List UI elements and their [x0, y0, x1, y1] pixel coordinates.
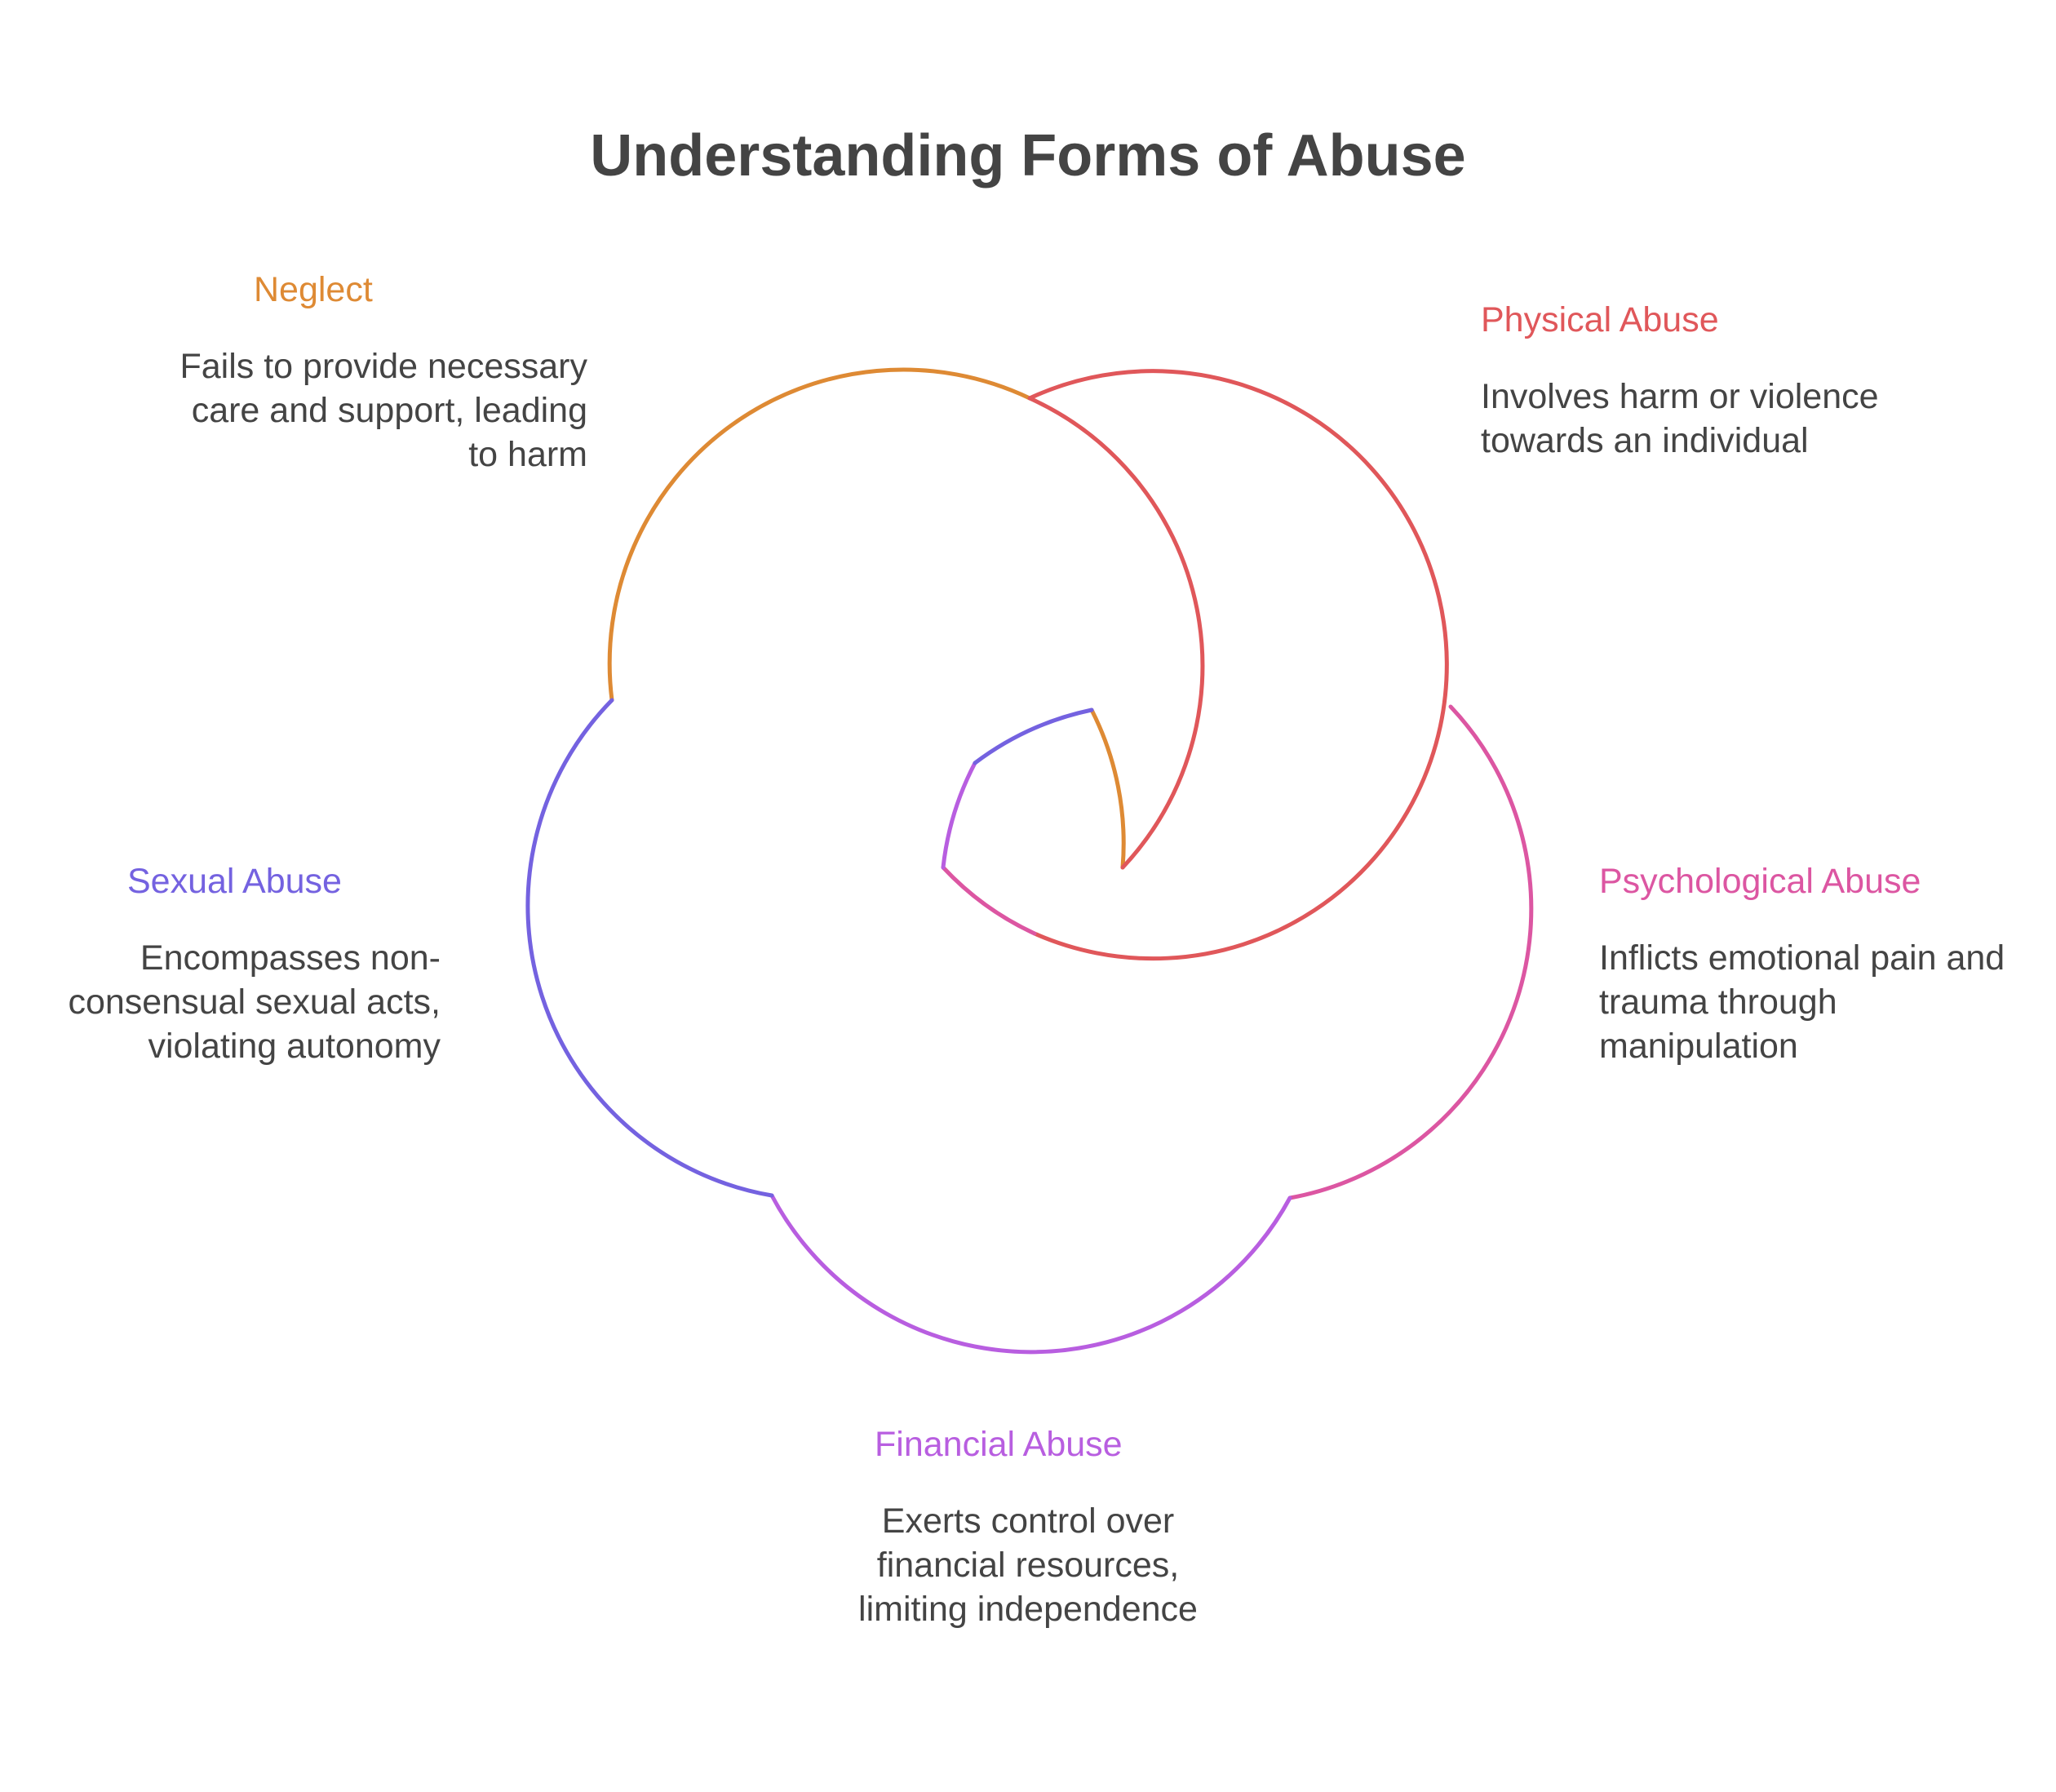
sexual-abuse-label: Sexual Abuse [127, 862, 342, 901]
psychological-abuse-label: Psychological Abuse [1599, 862, 1921, 901]
physical-abuse-label: Physical Abuse [1481, 300, 1719, 339]
psychological-abuse-block: Psychological Abuse Inflicts emotional p… [1599, 861, 2023, 1068]
ring-psychological [941, 704, 1534, 1200]
financial-abuse-label: Financial Abuse [875, 1425, 1123, 1464]
diagram-title: Understanding Forms of Abuse [590, 123, 1466, 189]
physical-abuse-description: Involves harm or violence towards an ind… [1481, 376, 1879, 460]
ring-financial [769, 761, 1292, 1355]
ring-physical [1027, 369, 1449, 961]
physical-abuse-block: Physical Abuse Involves harm or violence… [1481, 299, 1905, 463]
ring-sexual [525, 698, 1094, 1198]
psychological-abuse-description: Inflicts emotional pain and trauma throu… [1599, 938, 2005, 1066]
financial-abuse-description: Exerts control over financial resources,… [858, 1501, 1198, 1629]
sexual-abuse-block: Sexual Abuse Encompasses non-consensual … [49, 861, 441, 1068]
financial-abuse-block: Financial Abuse Exerts control over fina… [824, 1424, 1232, 1631]
neglect-block: Neglect Fails to provide necessary care … [163, 269, 588, 477]
neglect-description: Fails to provide necessary care and supp… [179, 346, 588, 474]
ring-neglect [607, 367, 1126, 870]
sexual-abuse-description: Encompasses non-consensual sexual acts, … [68, 938, 441, 1066]
neglect-label: Neglect [254, 270, 373, 309]
